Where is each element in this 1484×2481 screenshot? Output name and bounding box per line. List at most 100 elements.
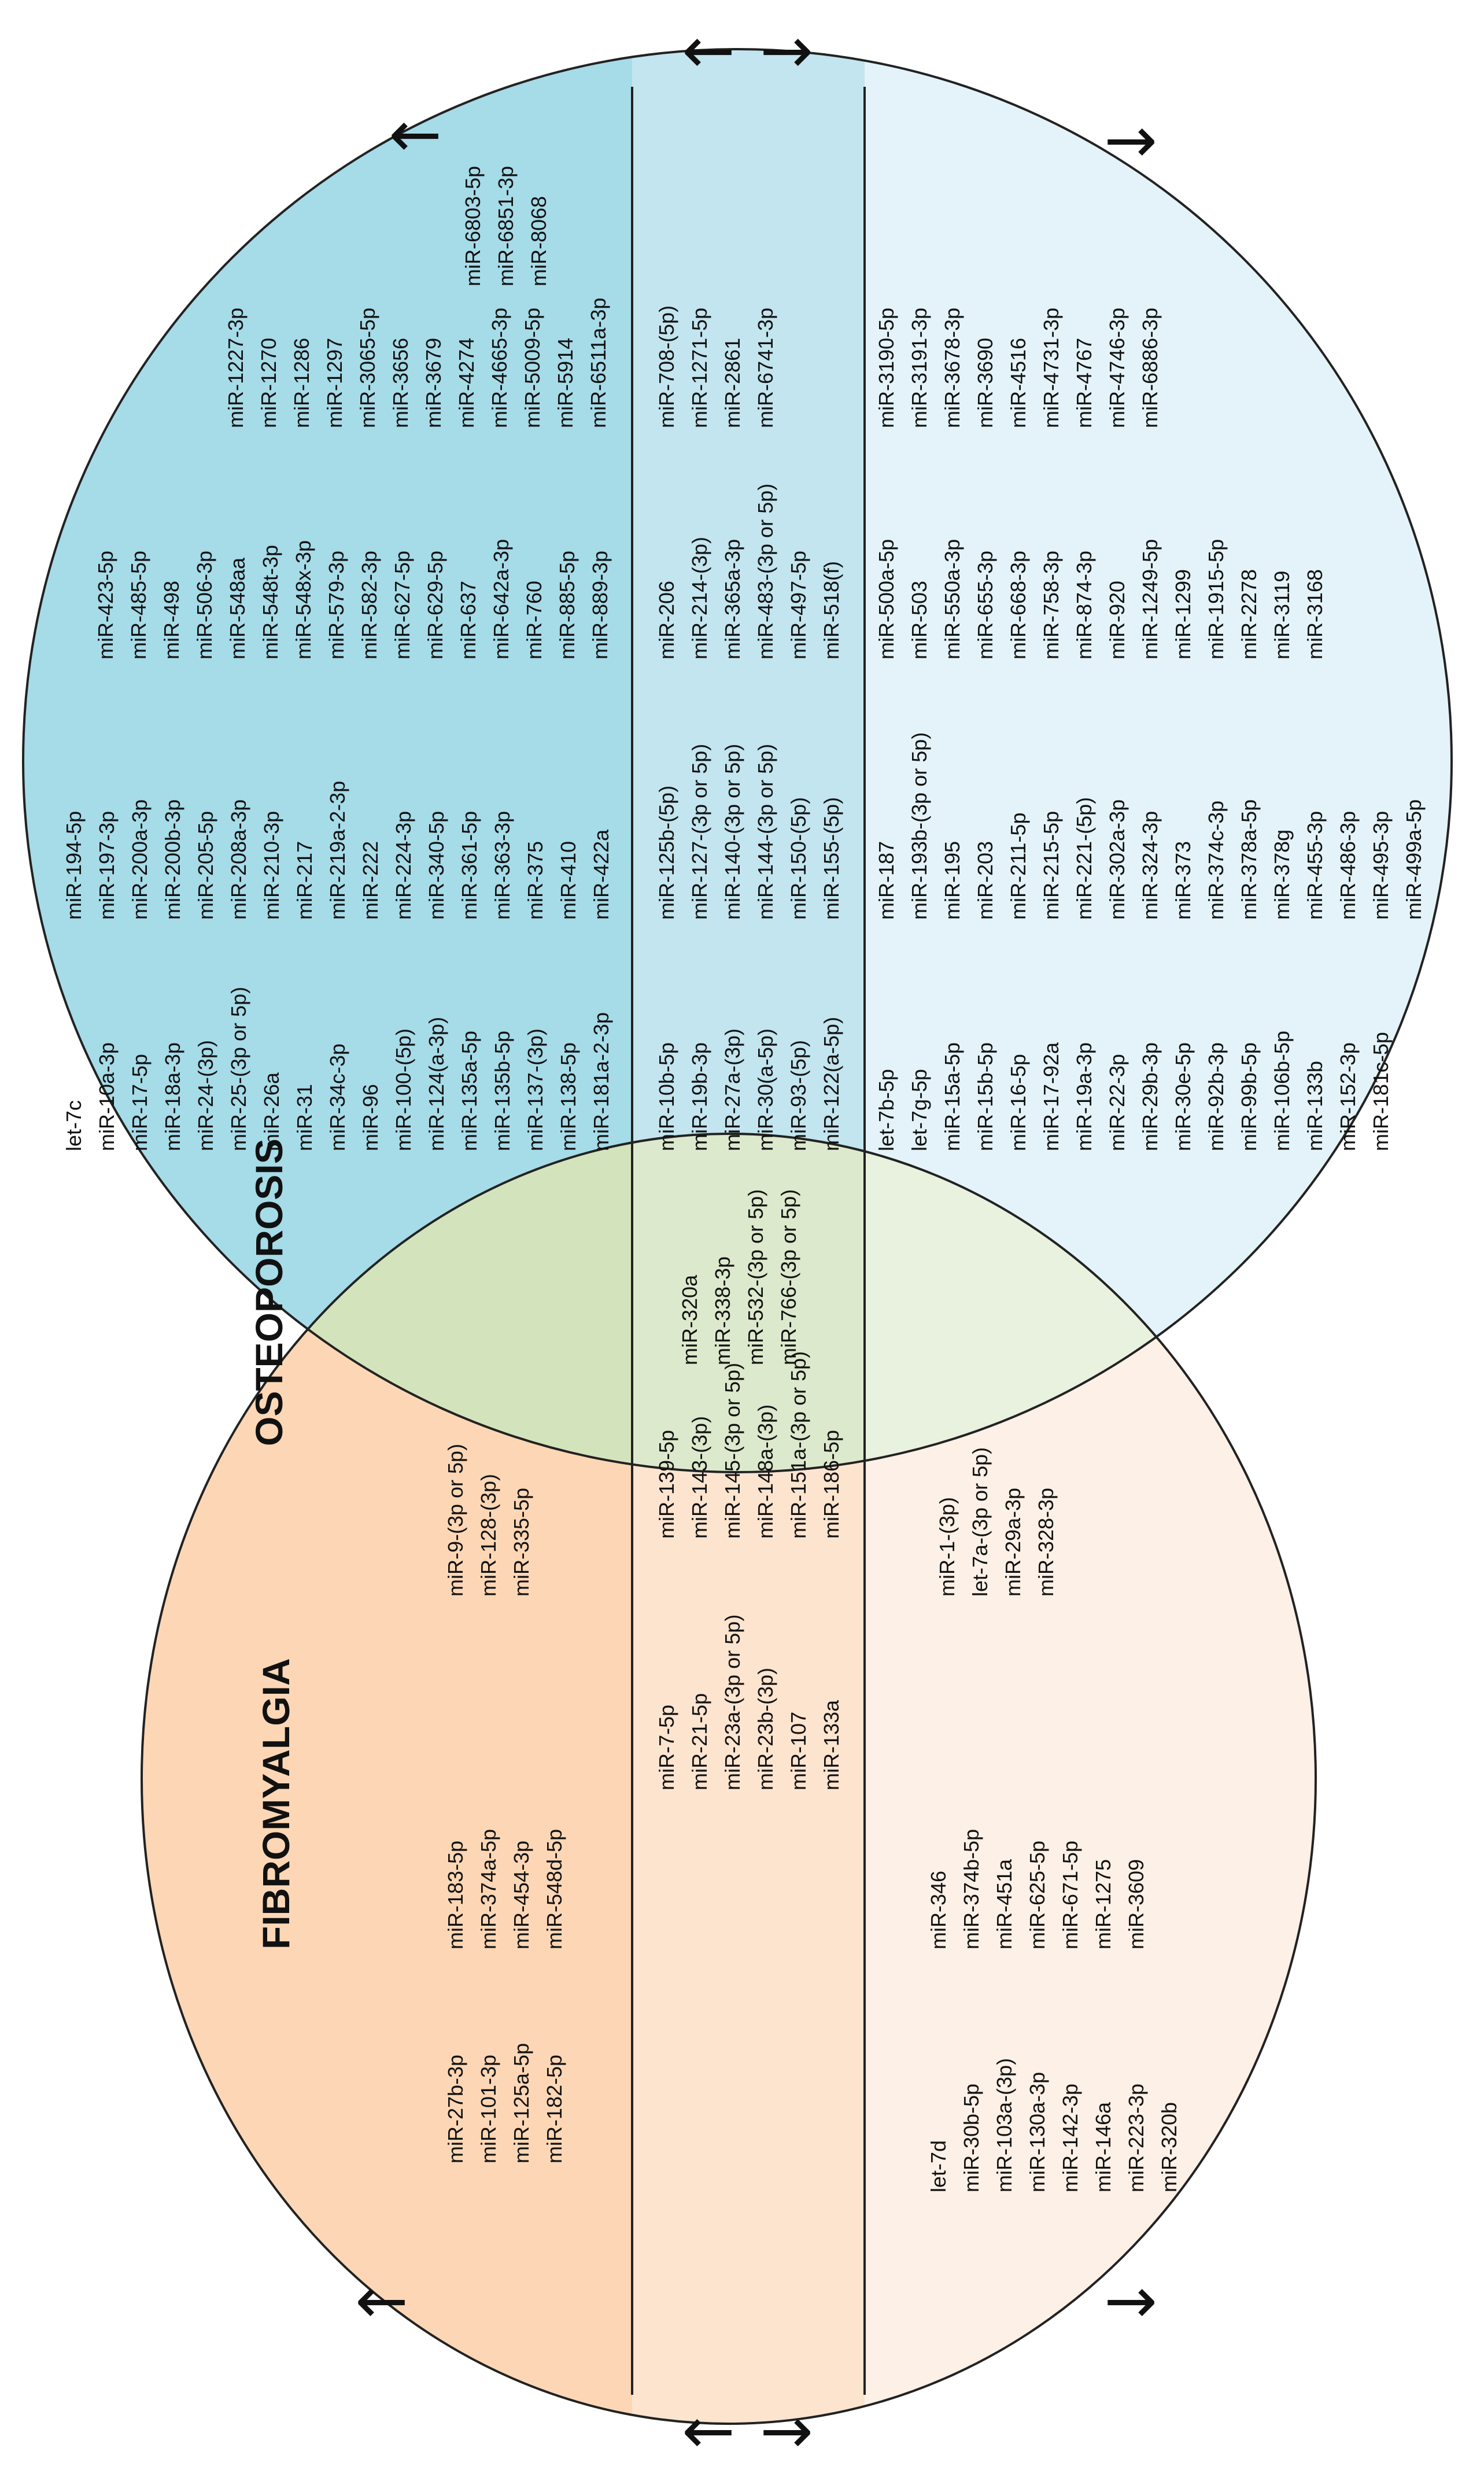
mirna-label: miR-181a-2-3p <box>589 1012 613 1151</box>
mirna-label: miR-340-5p <box>424 811 448 920</box>
osteoporosis-title: OSTEOPOROSIS <box>248 1138 290 1446</box>
mirna-label: miR-6851-3p <box>494 166 518 286</box>
mirna-label: miR-203 <box>973 841 997 920</box>
mirna-label: miR-495-3p <box>1369 811 1393 920</box>
mirna-label: miR-187 <box>874 841 898 920</box>
mirna-label: miR-183-5p <box>444 1841 467 1949</box>
mirna-label: miR-4274 <box>455 338 478 428</box>
mirna-label: miR-410 <box>556 841 580 920</box>
mirna-label: miR-4731-3p <box>1039 308 1063 428</box>
mirna-label: miR-373 <box>1171 841 1195 920</box>
mirna-label: miR-215-5p <box>1039 811 1063 920</box>
mirna-label: miR-93-(5p) <box>787 1040 810 1151</box>
mirna-label: let-7c <box>62 1100 86 1151</box>
mirna-label: miR-454-3p <box>510 1841 533 1949</box>
mirna-label: miR-3690 <box>973 338 997 428</box>
mirna-label: miR-144-(3p or 5p) <box>754 744 777 920</box>
mirna-label: miR-1915-5p <box>1204 539 1228 659</box>
mirna-label: miR-133a <box>819 1700 843 1790</box>
mirna-label: miR-1-(3p) <box>935 1497 959 1597</box>
overlap-band-middle <box>632 1134 865 1472</box>
mirna-label: miR-346 <box>926 1871 950 1949</box>
mirna-label: miR-4767 <box>1072 338 1096 428</box>
mirna-label: miR-758-3p <box>1039 551 1063 659</box>
mirna-label: miR-139-5p <box>655 1430 678 1539</box>
mirna-label: miR-579-3p <box>324 551 348 659</box>
mirna-label: miR-671-5p <box>1058 1841 1082 1949</box>
mirna-label: miR-374b-5p <box>959 1829 983 1949</box>
mirna-label: miR-182-5p <box>542 2055 566 2163</box>
mirna-label: miR-30e-5p <box>1171 1042 1195 1151</box>
mirna-label: miR-3609 <box>1124 1859 1148 1949</box>
mirna-label: miR-3119 <box>1270 571 1294 659</box>
mirna-label: miR-223-3p <box>1124 2084 1148 2192</box>
mirna-label: miR-3065-5p <box>356 308 379 428</box>
mirna-label: miR-451a <box>992 1859 1016 1949</box>
arrow-left-icon: ← <box>389 97 442 171</box>
arrow-right-icon: → <box>760 2394 813 2468</box>
mirna-label: miR-150-(5p) <box>787 797 810 920</box>
mirna-label: miR-208a-3p <box>227 799 250 920</box>
mirna-label: miR-6803-5p <box>461 166 485 286</box>
fibromyalgia-title: FIBROMYALGIA <box>254 1658 297 1949</box>
mirna-label: miR-361-5p <box>457 811 481 920</box>
mirna-label: miR-146a <box>1091 2102 1115 2192</box>
arrow-right-icon: → <box>1104 103 1157 177</box>
mirna-label: miR-637 <box>456 581 480 659</box>
mirna-label: miR-100-(5p) <box>392 1028 415 1151</box>
mirna-label: miR-5009-5p <box>520 308 544 428</box>
mirna-label: miR-219a-2-3p <box>326 781 349 920</box>
mirna-label: miR-548d-5p <box>542 1829 566 1949</box>
mirna-label: miR-148a-(3p) <box>754 1404 777 1539</box>
mirna-label: miR-3679 <box>422 338 445 428</box>
mirna-label: miR-103a-(3p) <box>992 2058 1016 2192</box>
mirna-label: miR-130a-3p <box>1025 2072 1049 2192</box>
mirna-label: miR-96 <box>359 1084 382 1151</box>
mirna-label: miR-137-(3p) <box>523 1028 547 1151</box>
mirna-label: miR-9-(3p or 5p) <box>444 1444 467 1597</box>
mirna-label: miR-548aa <box>226 557 249 659</box>
mirna-label: miR-874-3p <box>1072 551 1096 659</box>
mirna-label: miR-5914 <box>553 338 577 428</box>
mirna-label: miR-1286 <box>290 338 313 428</box>
mirna-label: miR-31 <box>293 1084 316 1151</box>
mirna-label: miR-205-5p <box>194 811 217 920</box>
mirna-label: miR-3656 <box>389 338 412 428</box>
mirna-label: miR-498 <box>160 581 183 659</box>
mirna-label: miR-19b-3p <box>688 1042 711 1151</box>
mirna-label: miR-26a <box>260 1072 283 1151</box>
mirna-label: miR-766-(3p or 5p) <box>777 1189 800 1365</box>
mirna-label: miR-3191-3p <box>907 308 931 428</box>
mirna-label: miR-221-(5p) <box>1072 797 1096 920</box>
mirna-label: miR-532-(3p or 5p) <box>744 1189 767 1365</box>
mirna-label: miR-106b-5p <box>1270 1031 1294 1151</box>
mirna-label: miR-625-5p <box>1025 1841 1049 1949</box>
mirna-label: miR-200a-3p <box>128 799 152 920</box>
mirna-label: miR-1275 <box>1091 1859 1115 1949</box>
mirna-label: miR-193b-(3p or 5p) <box>907 732 931 920</box>
mirna-label: miR-629-5p <box>423 551 447 659</box>
mirna-label: miR-27a-(3p) <box>721 1028 744 1151</box>
mirna-label: miR-3190-5p <box>874 308 898 428</box>
mirna-label: miR-10a-3p <box>95 1042 119 1151</box>
mirna-label: miR-128-(3p) <box>477 1474 500 1597</box>
mirna-label: miR-29b-3p <box>1138 1042 1162 1151</box>
mirna-label: miR-335-5p <box>510 1488 533 1597</box>
mirna-label: miR-27b-3p <box>444 2055 467 2163</box>
mirna-label: miR-211-5p <box>1006 813 1030 920</box>
mirna-label: miR-210-3p <box>260 811 283 920</box>
mirna-label: miR-24-(3p) <box>194 1040 217 1151</box>
mirna-label: miR-2278 <box>1237 569 1261 659</box>
mirna-label: miR-1271-5p <box>688 308 711 428</box>
mirna-label: miR-422a <box>589 829 613 920</box>
mirna-label: miR-133b <box>1303 1061 1327 1151</box>
mirna-label: miR-320b <box>1157 2102 1181 2192</box>
mirna-label: miR-135b-5p <box>490 1031 514 1151</box>
mirna-label: miR-302a-3p <box>1105 799 1129 920</box>
mirna-label: miR-627-5p <box>390 551 414 659</box>
arrow-right-icon: → <box>1104 2264 1157 2338</box>
mirna-label: miR-455-3p <box>1303 811 1327 920</box>
mirna-label: miR-145-(3p or 5p) <box>721 1363 744 1539</box>
arrow-right-icon: → <box>760 13 813 87</box>
mirna-label: miR-1227-3p <box>224 308 248 428</box>
